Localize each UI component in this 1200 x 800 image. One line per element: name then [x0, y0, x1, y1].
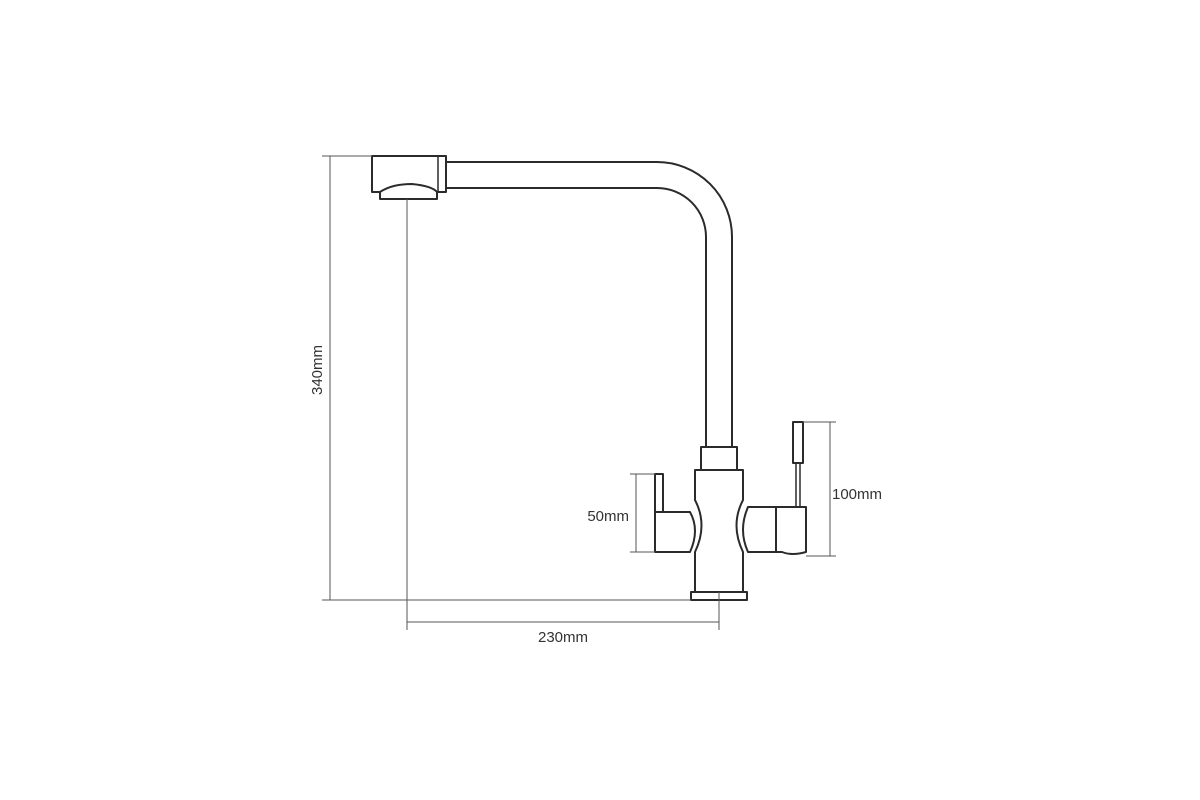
lever-dim-label: 100mm — [832, 486, 882, 503]
dimensions: 340mm 230mm 50mm 100mm — [309, 155, 882, 646]
swivel-collar — [700, 446, 738, 471]
spout-head — [371, 155, 447, 193]
spout-aerator — [379, 183, 438, 200]
handle-dim-label: 50mm — [587, 508, 629, 525]
spout-tube — [445, 161, 733, 448]
right-handle-knob — [775, 506, 807, 555]
left-handle-lever — [654, 473, 664, 513]
right-handle-lever — [792, 421, 804, 464]
reach-dim-label: 230mm — [538, 629, 588, 646]
faucet — [371, 155, 807, 601]
height-dim-label: 340mm — [309, 345, 326, 395]
left-handle-arm — [654, 511, 696, 553]
right-handle-arm — [742, 506, 777, 553]
main-column — [694, 469, 744, 593]
